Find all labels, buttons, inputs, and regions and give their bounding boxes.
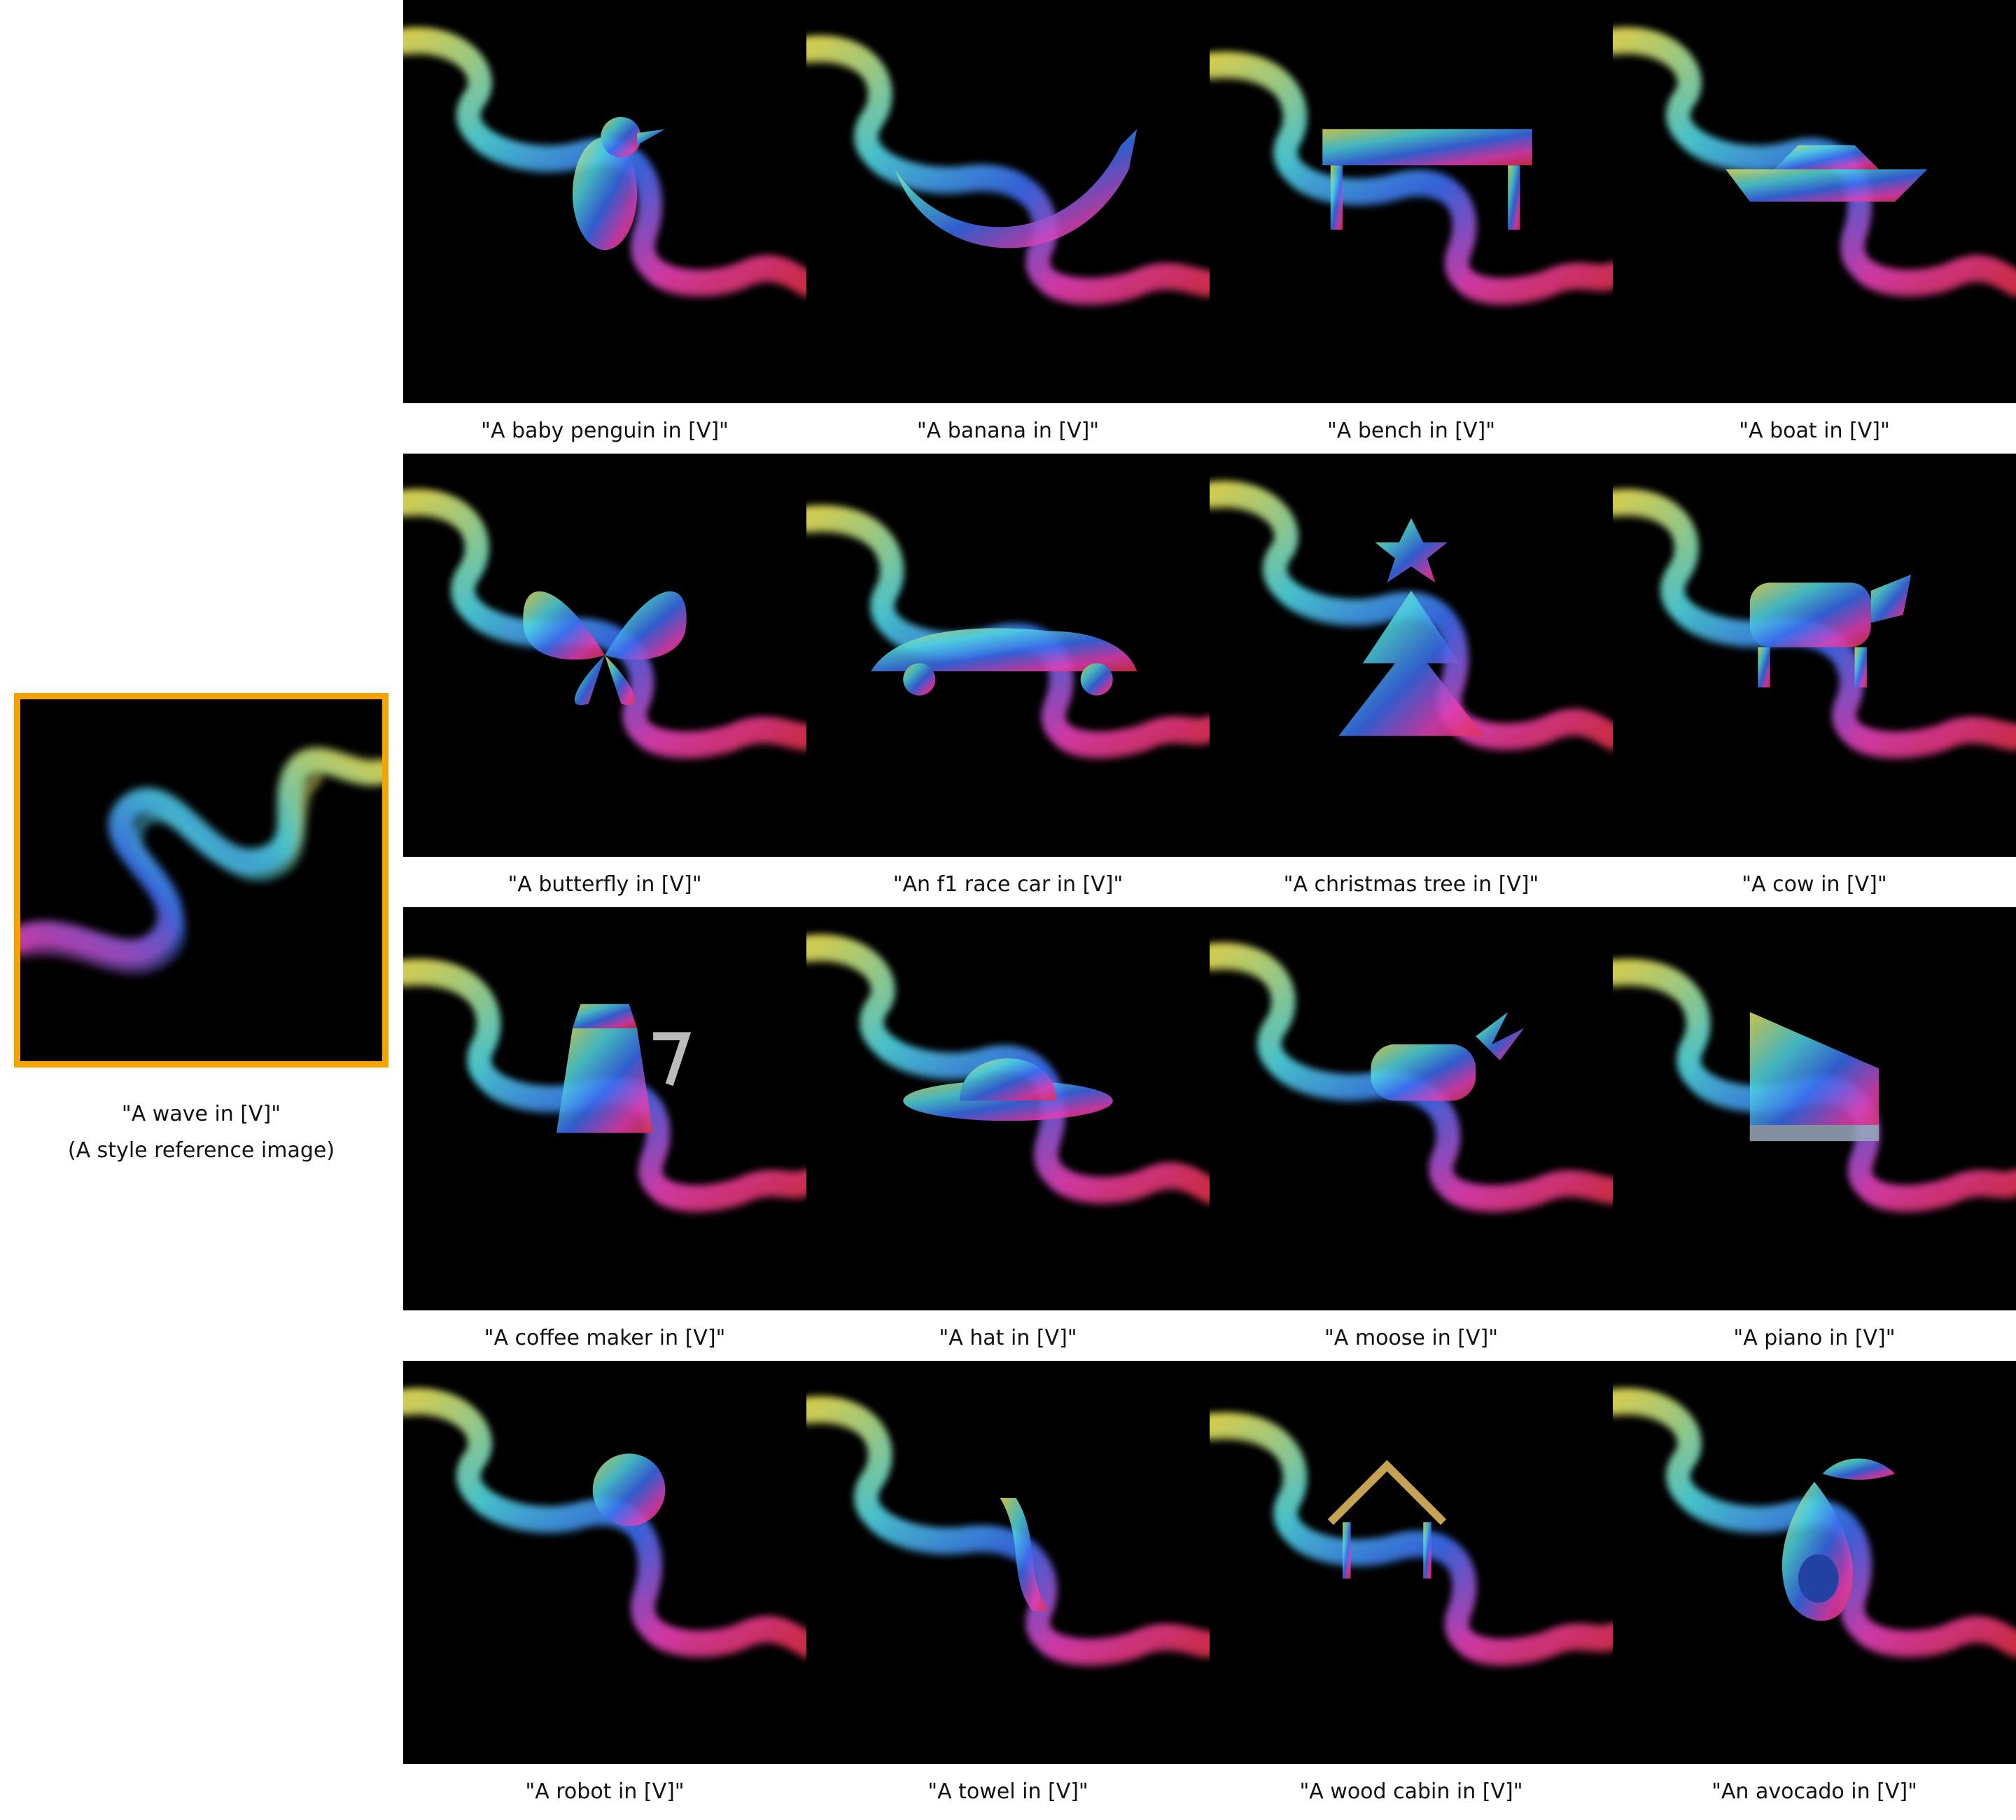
generated-image — [403, 0, 806, 403]
grid-cell: "A hat in [V]" — [806, 907, 1210, 1361]
robot-icon — [403, 1361, 806, 1764]
reference-caption: "A wave in [V]" (A style reference image… — [0, 1096, 402, 1169]
image-caption: "A hat in [V]" — [939, 1326, 1077, 1350]
wave-smoke-art — [20, 699, 382, 1061]
image-caption: "A cow in [V]" — [1742, 872, 1887, 897]
image-caption: "A robot in [V]" — [525, 1779, 685, 1804]
generated-image — [1210, 0, 1613, 403]
avocado-icon — [1613, 1361, 2016, 1764]
generated-image — [403, 1361, 806, 1764]
generated-image — [806, 0, 1210, 403]
hat-icon — [806, 907, 1210, 1310]
cow-icon — [1613, 454, 2016, 857]
generated-image — [806, 1361, 1210, 1764]
penguin-icon — [403, 0, 806, 403]
reference-caption-note: (A style reference image) — [67, 1138, 335, 1163]
grid-cell: "A banana in [V]" — [806, 0, 1210, 454]
grid-cell: "An avocado in [V]" — [1613, 1361, 2016, 1814]
image-caption: "A christmas tree in [V]" — [1283, 872, 1539, 897]
moose-icon — [1210, 907, 1613, 1310]
grid-cell: "A coffee maker in [V]" — [403, 907, 806, 1361]
image-caption: "A bench in [V]" — [1326, 419, 1496, 443]
generated-image — [1613, 1361, 2016, 1764]
style-reference-image — [14, 693, 388, 1068]
generated-image — [1210, 1361, 1613, 1764]
grid-cell: "An f1 race car in [V]" — [806, 454, 1210, 907]
generated-image — [1613, 907, 2016, 1310]
generated-image — [403, 907, 806, 1310]
image-caption: "A piano in [V]" — [1733, 1326, 1896, 1350]
grid-cell: "A butterfly in [V]" — [403, 454, 806, 907]
image-caption: "A butterfly in [V]" — [507, 872, 702, 897]
race-car-icon — [806, 454, 1210, 857]
banana-icon — [806, 0, 1210, 403]
generated-image — [1613, 454, 2016, 857]
image-caption: "A boat in [V]" — [1739, 419, 1890, 443]
grid-cell: "A towel in [V]" — [806, 1361, 1210, 1814]
image-caption: "A banana in [V]" — [916, 419, 1100, 443]
bench-icon — [1210, 0, 1613, 403]
grid-cell: "A christmas tree in [V]" — [1210, 454, 1613, 907]
grid-cell: "A moose in [V]" — [1210, 907, 1613, 1361]
coffee-maker-icon — [403, 907, 806, 1310]
towel-icon — [806, 1361, 1210, 1764]
christmas-tree-icon — [1210, 454, 1613, 857]
image-caption: "An avocado in [V]" — [1712, 1779, 1917, 1804]
image-caption: "A towel in [V]" — [927, 1779, 1088, 1804]
grid-cell: "A baby penguin in [V]" — [403, 0, 806, 454]
generated-image — [806, 454, 1210, 857]
reference-caption-title: "A wave in [V]" — [121, 1102, 281, 1126]
grid-cell: "A bench in [V]" — [1210, 0, 1613, 454]
grid-cell: "A piano in [V]" — [1613, 907, 2016, 1361]
cabin-icon — [1210, 1361, 1613, 1764]
generated-image — [1210, 907, 1613, 1310]
grid-cell: "A wood cabin in [V]" — [1210, 1361, 1613, 1814]
image-caption: "An f1 race car in [V]" — [892, 872, 1124, 897]
image-caption: "A baby penguin in [V]" — [481, 419, 729, 443]
image-caption: "A coffee maker in [V]" — [484, 1326, 726, 1350]
butterfly-icon — [403, 454, 806, 857]
generated-image — [1613, 0, 2016, 403]
generated-image — [403, 454, 806, 857]
generated-images-grid: "A baby penguin in [V]" "A banana in [V]"… — [403, 0, 2016, 1804]
image-caption: "A moose in [V]" — [1324, 1326, 1499, 1350]
generated-image — [806, 907, 1210, 1310]
piano-icon — [1613, 907, 2016, 1310]
grid-cell: "A cow in [V]" — [1613, 454, 2016, 907]
grid-cell: "A robot in [V]" — [403, 1361, 806, 1814]
generated-image — [1210, 454, 1613, 857]
grid-cell: "A boat in [V]" — [1613, 0, 2016, 454]
image-caption: "A wood cabin in [V]" — [1299, 1779, 1523, 1804]
boat-icon — [1613, 0, 2016, 403]
